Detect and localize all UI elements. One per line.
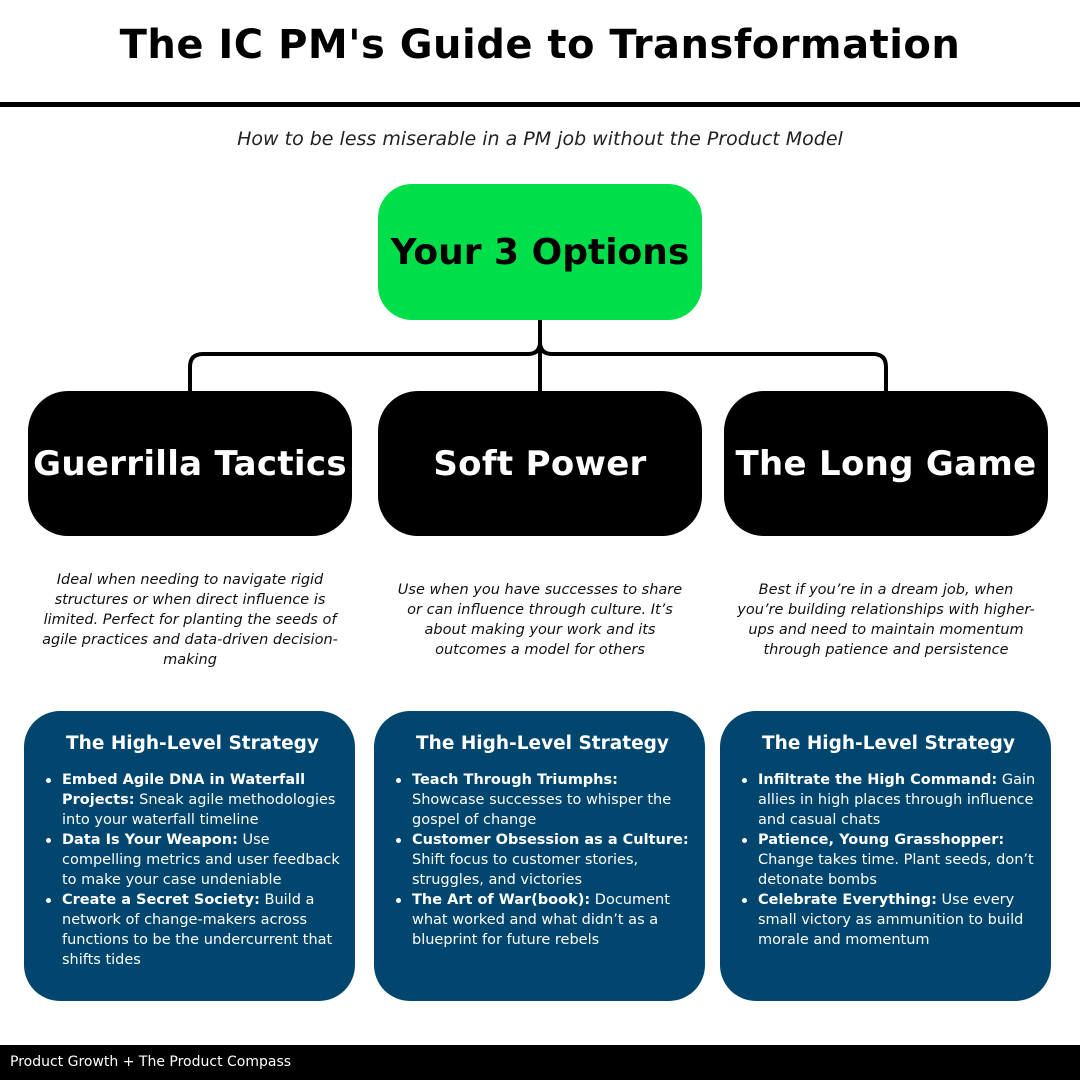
connector-right-branch <box>552 352 888 391</box>
option-description-long-game: Best if you’re in a dream job, when you’… <box>737 582 1035 658</box>
strategy-list: Teach Through Triumphs: Showcase success… <box>394 770 691 950</box>
strategy-list: Embed Agile DNA in Waterfall Projects: S… <box>44 770 341 970</box>
strategy-item-title: Create a Secret Society: <box>62 892 260 908</box>
title-divider <box>0 102 1080 107</box>
strategy-item-title: Embed Agile DNA in Waterfall Projects: <box>62 772 306 808</box>
page-title: The IC PM's Guide to Transformation <box>119 22 961 68</box>
strategy-heading: The High-Level Strategy <box>66 733 319 754</box>
strategy-card-guerrilla: The High-Level Strategy Embed Agile DNA … <box>24 711 355 1001</box>
strategy-item: Celebrate Everything: Use every small vi… <box>740 890 1037 950</box>
option-soft-power: Soft Power <box>378 391 702 536</box>
option-the-long-game: The Long Game <box>724 391 1048 536</box>
strategy-item: Data Is Your Weapon: Use compelling metr… <box>44 830 341 890</box>
strategy-card-soft-power: The High-Level Strategy Teach Through Tr… <box>374 711 705 1001</box>
strategy-item-title: The Art of War(book): <box>412 892 591 908</box>
strategy-heading: The High-Level Strategy <box>762 733 1015 754</box>
strategy-item: Embed Agile DNA in Waterfall Projects: S… <box>44 770 341 830</box>
strategy-heading: The High-Level Strategy <box>416 733 669 754</box>
strategy-item: Customer Obsession as a Culture: Shift f… <box>394 830 691 890</box>
strategy-item-text: Sneak agile methodologies into your wate… <box>62 792 336 828</box>
strategy-item-text: Gain allies in high places through influ… <box>758 772 1036 828</box>
strategy-item-text: Use compelling metrics and user feedback… <box>62 832 340 888</box>
strategy-item-title: Infiltrate the High Command: <box>758 772 998 788</box>
footer-credit: Product Growth + The Product Compass <box>0 1045 1080 1080</box>
strategy-item: Create a Secret Society: Build a network… <box>44 890 341 970</box>
root-node: Your 3 Options <box>378 184 702 320</box>
connector-left-branch <box>188 352 528 391</box>
strategy-item-text: Document what worked and what didn’t as … <box>412 892 670 948</box>
page-subtitle: How to be less miserable in a PM job wit… <box>237 128 843 150</box>
strategy-item-title: Celebrate Everything: <box>758 892 937 908</box>
strategy-item-text: Build a network of change-makers across … <box>62 892 333 968</box>
strategy-item-title: Teach Through Triumphs: <box>412 772 618 788</box>
strategy-list: Infiltrate the High Command: Gain allies… <box>740 770 1037 950</box>
strategy-item-text: Use every small victory as ammunition to… <box>758 892 1024 948</box>
strategy-item: Infiltrate the High Command: Gain allies… <box>740 770 1037 830</box>
strategy-item-title: Patience, Young Grasshopper: <box>758 832 1005 848</box>
strategy-item-text: Change takes time. Plant seeds, don’t de… <box>758 852 1034 888</box>
strategy-card-long-game: The High-Level Strategy Infiltrate the H… <box>720 711 1051 1001</box>
strategy-item: Patience, Young Grasshopper: Change take… <box>740 830 1037 890</box>
strategy-item: The Art of War(book): Document what work… <box>394 890 691 950</box>
option-guerrilla-tactics: Guerrilla Tactics <box>28 391 352 536</box>
strategy-item-text: Shift focus to customer stories, struggl… <box>412 852 639 888</box>
strategy-item-title: Data Is Your Weapon: <box>62 832 238 848</box>
option-description-guerrilla: Ideal when needing to navigate rigid str… <box>42 572 338 668</box>
strategy-item-title: Customer Obsession as a Culture: <box>412 832 689 848</box>
option-description-soft-power: Use when you have successes to share or … <box>397 582 683 658</box>
strategy-item-text: Showcase successes to whisper the gospel… <box>412 792 672 828</box>
strategy-item: Teach Through Triumphs: Showcase success… <box>394 770 691 830</box>
